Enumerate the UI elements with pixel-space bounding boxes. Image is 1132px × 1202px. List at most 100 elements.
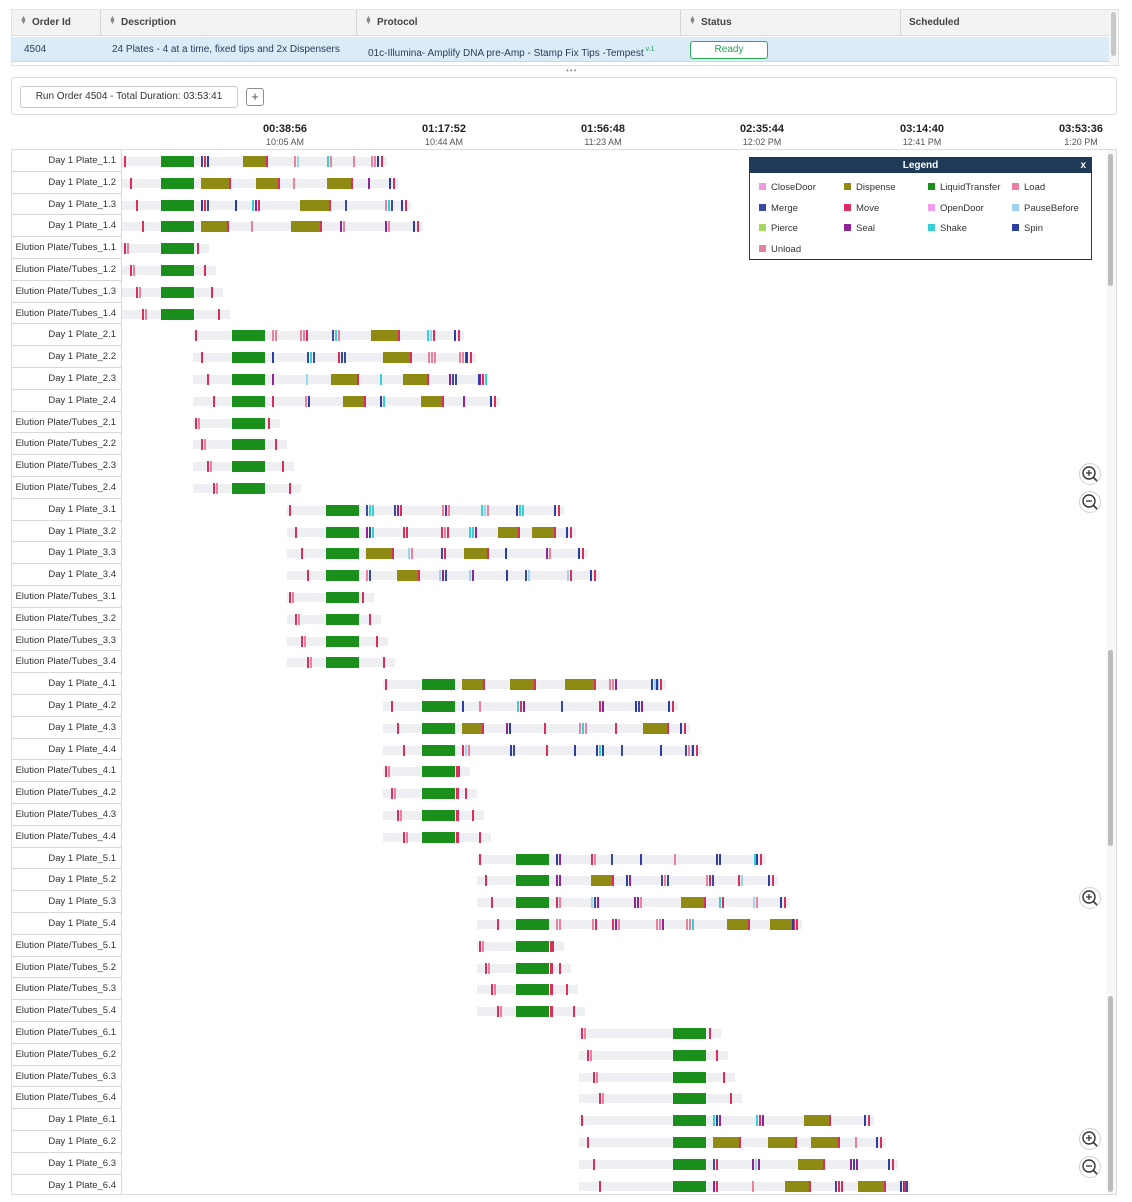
liquid-transfer-segment[interactable]: [422, 701, 455, 712]
step-segment[interactable]: [762, 1115, 764, 1127]
step-segment[interactable]: [634, 897, 636, 909]
step-segment[interactable]: [618, 919, 620, 930]
move-segment[interactable]: [391, 788, 393, 800]
step-segment[interactable]: [841, 1180, 843, 1192]
sort-icon[interactable]: ▲▼: [109, 15, 116, 26]
move-segment[interactable]: [716, 1049, 718, 1061]
move-segment[interactable]: [809, 1180, 811, 1192]
move-segment[interactable]: [406, 831, 408, 843]
move-segment[interactable]: [491, 984, 493, 996]
spin-segment[interactable]: [377, 156, 379, 167]
move-segment[interactable]: [559, 962, 561, 974]
step-segment[interactable]: [305, 395, 307, 407]
step-segment[interactable]: [430, 330, 432, 342]
step-segment[interactable]: [758, 1158, 760, 1170]
move-segment[interactable]: [397, 722, 399, 734]
close-icon[interactable]: x: [1080, 160, 1086, 171]
step-segment[interactable]: [638, 701, 640, 712]
step-segment[interactable]: [755, 1158, 757, 1170]
step-segment[interactable]: [523, 701, 525, 712]
dispense-segment[interactable]: [565, 679, 594, 691]
liquid-transfer-segment[interactable]: [232, 374, 265, 385]
move-segment[interactable]: [482, 722, 484, 734]
gantt-scrollbar-thumb[interactable]: [1108, 154, 1113, 286]
step-segment[interactable]: [472, 570, 474, 582]
dispense-segment[interactable]: [498, 526, 518, 538]
dispense-segment[interactable]: [291, 221, 320, 233]
liquid-transfer-segment[interactable]: [516, 897, 549, 909]
dispense-segment[interactable]: [300, 199, 329, 211]
step-segment[interactable]: [559, 853, 561, 865]
move-segment[interactable]: [362, 592, 364, 603]
move-segment[interactable]: [880, 1137, 882, 1148]
spin-segment[interactable]: [656, 679, 658, 691]
spin-segment[interactable]: [401, 199, 403, 211]
move-segment[interactable]: [142, 308, 144, 320]
dispense-segment[interactable]: [343, 395, 364, 407]
liquid-transfer-segment[interactable]: [673, 1071, 706, 1083]
move-segment[interactable]: [195, 417, 197, 429]
move-segment[interactable]: [403, 831, 405, 843]
move-segment[interactable]: [550, 1006, 553, 1018]
step-segment[interactable]: [640, 853, 642, 865]
step-segment[interactable]: [455, 374, 457, 385]
step-segment[interactable]: [427, 330, 429, 342]
move-segment[interactable]: [133, 265, 135, 276]
dispense-segment[interactable]: [331, 374, 357, 385]
liquid-transfer-segment[interactable]: [232, 395, 265, 407]
move-segment[interactable]: [136, 199, 138, 211]
step-segment[interactable]: [335, 330, 337, 342]
step-segment[interactable]: [452, 374, 454, 385]
move-segment[interactable]: [456, 831, 459, 843]
move-segment[interactable]: [394, 788, 396, 800]
move-segment[interactable]: [554, 526, 556, 538]
liquid-transfer-segment[interactable]: [232, 352, 265, 364]
move-segment[interactable]: [570, 526, 572, 538]
step-segment[interactable]: [835, 1180, 837, 1192]
step-segment[interactable]: [662, 919, 664, 930]
move-segment[interactable]: [268, 417, 270, 429]
step-segment[interactable]: [344, 352, 346, 364]
step-segment[interactable]: [517, 701, 519, 712]
move-segment[interactable]: [197, 243, 199, 255]
move-segment[interactable]: [581, 1028, 583, 1039]
step-segment[interactable]: [509, 722, 511, 734]
step-segment[interactable]: [582, 722, 584, 734]
move-segment[interactable]: [393, 177, 395, 189]
move-segment[interactable]: [195, 330, 197, 342]
step-segment[interactable]: [310, 352, 312, 364]
move-segment[interactable]: [672, 701, 674, 712]
step-segment[interactable]: [338, 352, 340, 364]
spin-segment[interactable]: [756, 853, 758, 865]
step-segment[interactable]: [272, 352, 274, 364]
step-segment[interactable]: [469, 526, 471, 538]
move-segment[interactable]: [427, 374, 429, 385]
step-segment[interactable]: [556, 853, 558, 865]
move-segment[interactable]: [278, 177, 280, 189]
step-segment[interactable]: [519, 504, 521, 516]
step-segment[interactable]: [388, 199, 390, 211]
move-segment[interactable]: [207, 461, 209, 473]
step-segment[interactable]: [472, 526, 474, 538]
move-segment[interactable]: [739, 1137, 741, 1148]
spin-segment[interactable]: [478, 374, 480, 385]
step-segment[interactable]: [525, 570, 527, 582]
order-row[interactable]: 4504 24 Plates - 4 at a time, fixed tips…: [12, 37, 1109, 62]
step-segment[interactable]: [484, 504, 486, 516]
step-segment[interactable]: [657, 679, 659, 691]
move-segment[interactable]: [229, 177, 231, 189]
move-segment[interactable]: [391, 701, 393, 712]
step-segment[interactable]: [595, 919, 597, 930]
sort-icon[interactable]: ▲▼: [689, 15, 696, 26]
step-segment[interactable]: [462, 744, 464, 756]
move-segment[interactable]: [482, 940, 484, 952]
move-segment[interactable]: [298, 613, 300, 625]
liquid-transfer-segment[interactable]: [326, 613, 359, 625]
dispense-segment[interactable]: [421, 395, 442, 407]
dispense-segment[interactable]: [811, 1137, 838, 1148]
step-segment[interactable]: [201, 156, 203, 167]
step-segment[interactable]: [306, 330, 308, 342]
liquid-transfer-segment[interactable]: [673, 1115, 706, 1127]
step-segment[interactable]: [752, 1158, 754, 1170]
move-segment[interactable]: [587, 1049, 589, 1061]
